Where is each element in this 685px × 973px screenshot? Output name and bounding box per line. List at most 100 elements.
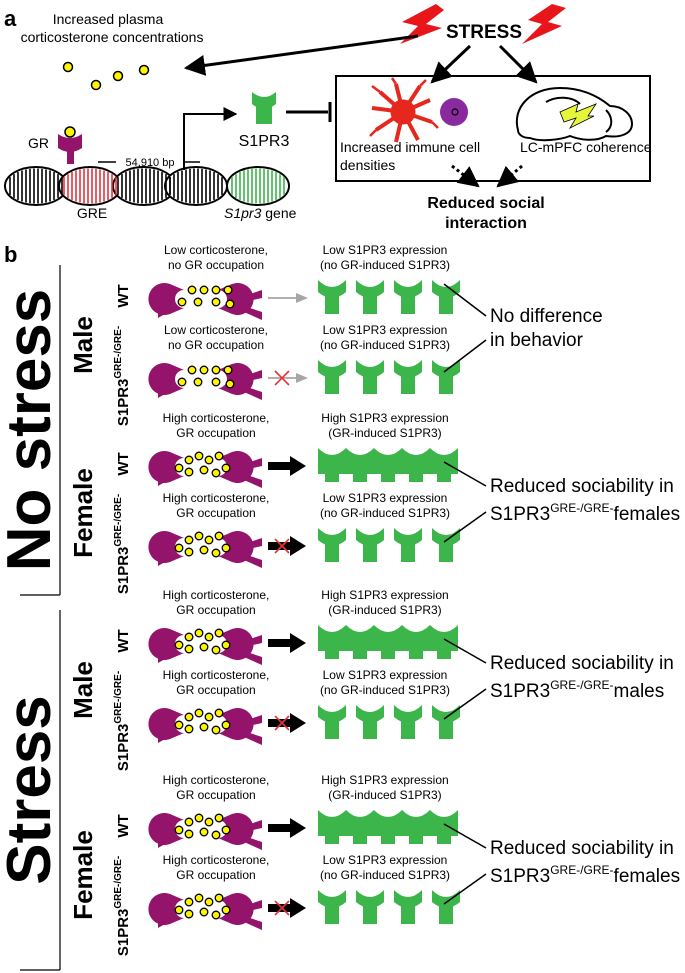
gene-label: S1pr3 gene: [224, 205, 297, 221]
gr-stem: [67, 146, 74, 164]
corticosterone-dot: [177, 377, 187, 387]
s1pr3-stem: [401, 719, 415, 739]
label: GR occupation: [176, 788, 255, 802]
corticosterone-dot: [174, 905, 184, 915]
s1pr3-stem: [439, 294, 453, 314]
label: GR occupation: [176, 868, 255, 882]
coherence-to-outcome-arrow: [496, 164, 523, 188]
block-x-icon: [274, 715, 290, 731]
immune-to-outcome-arrow: [451, 164, 480, 188]
genotype-label: WT: [115, 814, 132, 837]
label: High corticosterone,: [163, 588, 270, 602]
gr-receptor-icon: [148, 531, 184, 563]
corticosterone-dot: [223, 365, 233, 375]
genotype-label: S1PR3GRE-/GRE-: [113, 671, 132, 771]
label: Low corticosterone,: [164, 323, 268, 337]
corticosterone-dot: [193, 297, 203, 307]
corticosterone-dot: [211, 645, 221, 655]
gr-receptor-icon: [148, 283, 184, 315]
immune-cell-icon: [369, 77, 439, 143]
condition-title: No stress: [0, 289, 64, 572]
s1pr3-stem: [363, 294, 377, 314]
s1pr3-stem: [401, 542, 415, 562]
outcome-connector: [443, 638, 487, 664]
black-arrow: [268, 719, 292, 727]
corticosterone-dot: [211, 365, 221, 375]
s1pr3-receptor-icon: [318, 890, 346, 908]
corticosterone-dot: [214, 531, 224, 541]
s1pr3-cluster: [318, 637, 458, 651]
gr-receptor-arm: [244, 554, 262, 568]
s1pr3-receptor-icon: [356, 528, 384, 546]
s1pr3-stem: [363, 542, 377, 562]
s1pr3-receptor-icon: [432, 890, 460, 908]
genotype-base: S1PR3: [115, 547, 132, 595]
corticosterone-dot: [221, 543, 231, 553]
s1pr3-receptor-icon: [394, 890, 422, 908]
genotype-row: S1PR3GRE-/GRE-Low corticosterone,no GR o…: [113, 323, 460, 426]
s1pr3-stem: [325, 374, 339, 394]
corticosterone-dot: [184, 909, 194, 919]
panel-a: a STRESS Increased plasma corticosterone…: [4, 4, 652, 232]
label: Low S1PR3 expression: [323, 323, 448, 337]
s1pr3-receptor-icon: [432, 528, 460, 546]
gr-receptor-arm: [244, 836, 262, 850]
label: High corticosterone,: [163, 411, 270, 425]
plasma-label: Increased plasma: [53, 11, 164, 27]
black-arrow-head: [290, 898, 306, 918]
outcome-base: S1PR3: [490, 681, 550, 702]
corticosterone-dot: [214, 893, 224, 903]
s1pr3-cluster: [318, 822, 458, 836]
corticosterone-dot: [204, 817, 214, 827]
gr-receptor-arm: [244, 635, 262, 647]
immune-label: Increased immune cell: [340, 139, 480, 155]
label: High S1PR3 expression: [321, 588, 448, 602]
s1pr3-receptor-icon: [356, 280, 384, 298]
gr-receptor-icon: [148, 892, 184, 925]
effects-box: [335, 75, 651, 182]
s1pr3-stem: [439, 542, 453, 562]
corticosterone-dot: [204, 535, 214, 545]
label: (no GR-induced S1PR3): [320, 868, 450, 882]
neural-lightning-icon: [559, 103, 598, 129]
sex-label: Female: [68, 830, 98, 920]
lightning-bolt-icon: [522, 4, 566, 44]
label: no GR occupation: [168, 338, 264, 352]
social-outcome: interaction: [445, 215, 527, 232]
genotype-label: S1PR3GRE-/GRE-: [113, 856, 132, 956]
label: Low S1PR3 expression: [323, 491, 448, 505]
corticosterone-dot: [138, 64, 150, 76]
condition-title: Stress: [0, 695, 64, 885]
outcome-base: S1PR3: [490, 866, 550, 887]
label: GR occupation: [176, 426, 255, 440]
corticosterone-dot: [177, 297, 187, 307]
gr-receptor-arm: [244, 731, 262, 745]
corticosterone-dot: [184, 467, 194, 477]
gr-receptor-arm: [244, 370, 262, 382]
label: High corticosterone,: [163, 668, 270, 682]
gr-receptor-icon: [148, 363, 184, 395]
s1pr3-stem: [439, 904, 453, 924]
label: GR occupation: [176, 683, 255, 697]
outcome-connector: [443, 688, 487, 720]
outcome-sup: GRE-/GRE-: [550, 678, 613, 692]
genotype-base: S1PR3: [115, 724, 132, 772]
corticosterone-dot: [184, 535, 194, 545]
s1pr3-receptor-icon: [394, 528, 422, 546]
corticosterone-dot: [184, 644, 194, 654]
corticosterone-dot: [214, 451, 224, 461]
label: (GR-induced S1PR3): [328, 603, 441, 617]
gr-receptor-arm: [158, 304, 172, 318]
genotype-label: WT: [115, 452, 132, 475]
s1pr3-receptor-icon: [356, 890, 384, 908]
s1pr3-receptor-icon: [318, 705, 346, 723]
outcome-connector: [443, 823, 487, 849]
corticosterone-dot: [174, 640, 184, 650]
label: (no GR-induced S1PR3): [320, 506, 450, 520]
block-x-icon: [274, 538, 290, 554]
corticosterone-dot: [211, 297, 221, 307]
